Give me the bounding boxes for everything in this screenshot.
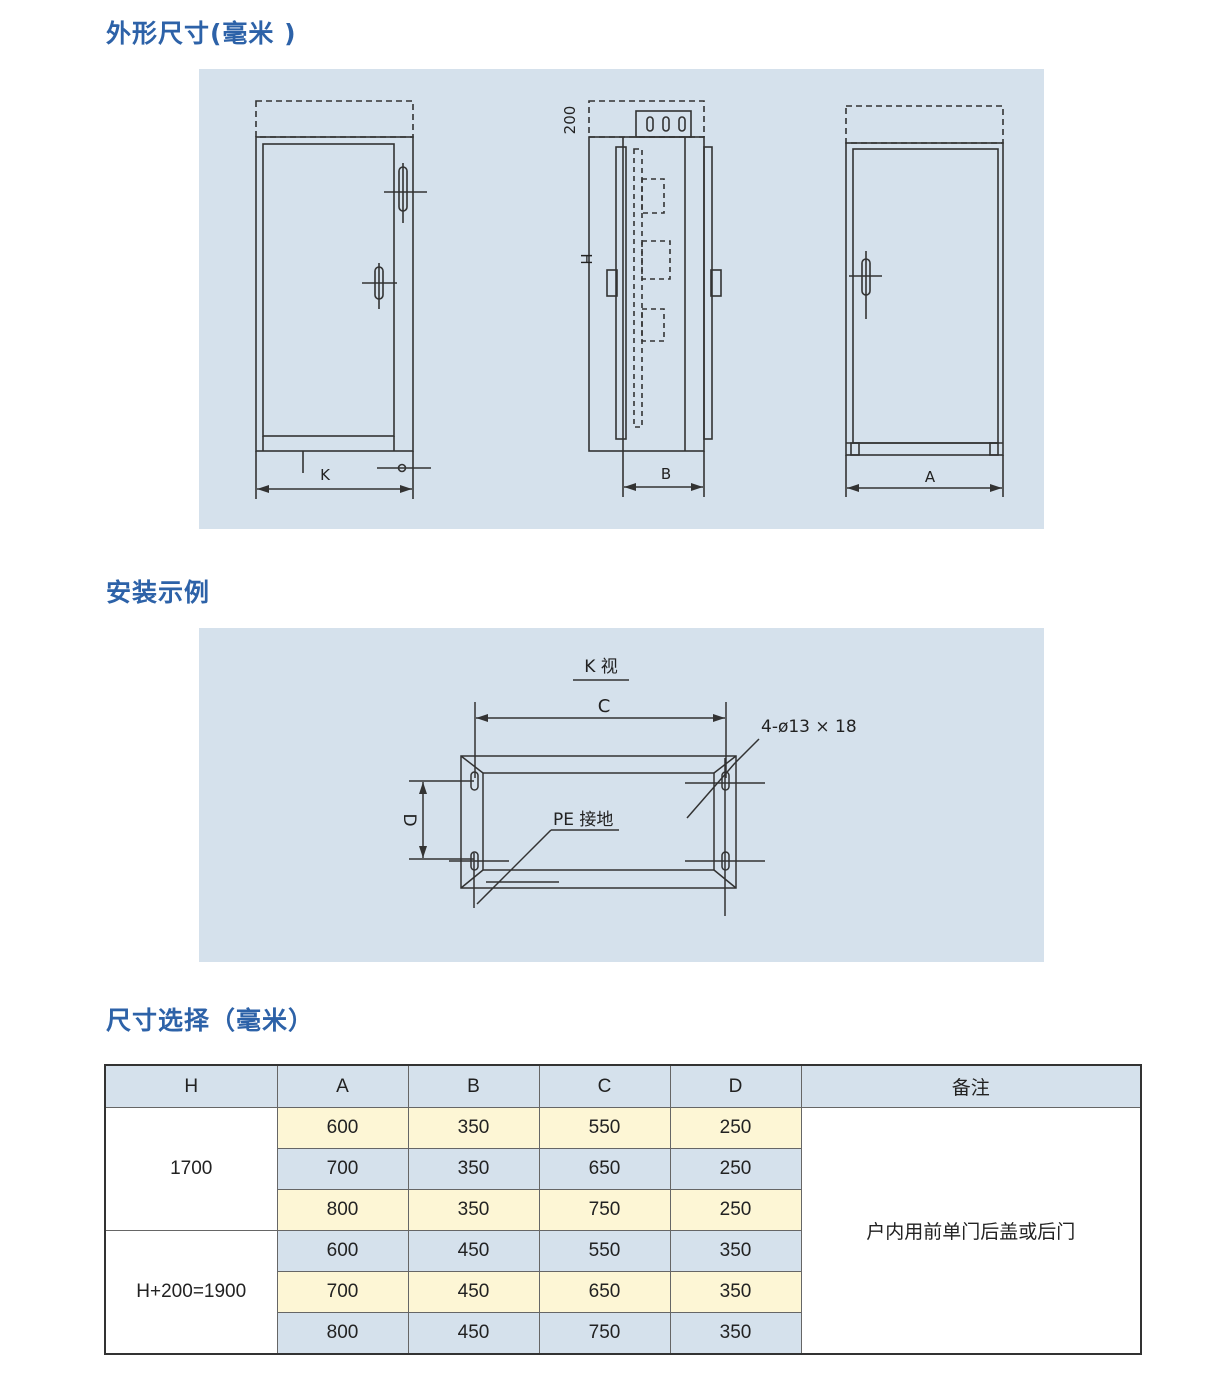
size-table: H A B C D 备注 1700 600 350 550 250 户内用前单门… [104, 1064, 1142, 1355]
base-mounting-drawing: K 视 [399, 657, 857, 916]
front-top-extension [255, 100, 414, 138]
cell-c: 750 [538, 1189, 671, 1231]
cell-a: 800 [276, 1312, 409, 1355]
cell-d: 350 [669, 1230, 802, 1272]
cell-b: 350 [407, 1107, 540, 1149]
install-title: 安装示例 [106, 578, 211, 607]
cell-a: 700 [276, 1271, 409, 1313]
group-h-1900: H+200=1900 [104, 1230, 278, 1355]
cabinet-outline-drawing: K 200 H B A [255, 100, 1004, 499]
label-200: 200 [561, 106, 579, 135]
label-k: K [320, 466, 331, 484]
dimension-drawing-panel: K 200 H B A [199, 69, 1044, 529]
cell-d: 250 [669, 1189, 802, 1231]
rear-top-extension [845, 105, 1004, 144]
cell-c: 750 [538, 1312, 671, 1355]
label-d: D [399, 813, 419, 826]
header-c: C [538, 1064, 671, 1108]
cell-a: 800 [276, 1189, 409, 1231]
group-h-1700: 1700 [104, 1107, 278, 1231]
header-a: A [276, 1064, 409, 1108]
install-drawing-panel: K 视 [199, 628, 1044, 962]
label-b: B [661, 465, 671, 483]
cell-c: 550 [538, 1230, 671, 1272]
cell-c: 650 [538, 1271, 671, 1313]
table-row: 800 450 750 350 [105, 1312, 1141, 1355]
cell-a: 600 [276, 1107, 409, 1149]
side-top-extension [588, 100, 705, 138]
cell-b: 350 [407, 1148, 540, 1190]
remark-cell: 户内用前单门后盖或后门 [800, 1107, 1142, 1355]
cell-d: 350 [669, 1312, 802, 1355]
header-b: B [407, 1064, 540, 1108]
cell-a: 700 [276, 1148, 409, 1190]
cell-d: 250 [669, 1148, 802, 1190]
hole-spec-label: 4-ø13 × 18 [761, 717, 857, 737]
table-row: H+200=1900 600 450 550 350 [104, 1230, 1141, 1355]
table-row: 1700 600 350 550 250 户内用前单门后盖或后门 [104, 1107, 1142, 1355]
label-c: C [598, 696, 611, 717]
cell-b: 350 [407, 1189, 540, 1231]
cell-b: 450 [407, 1271, 540, 1313]
pe-ground-label: PE 接地 [553, 810, 613, 830]
cell-b: 450 [407, 1230, 540, 1272]
table-row: 700 350 650 250 [105, 1148, 1141, 1190]
size-selection-title: 尺寸选择（毫米） [106, 1006, 315, 1035]
table-header-row: H A B C D 备注 [104, 1064, 1142, 1108]
label-a: A [925, 468, 936, 486]
cell-c: 650 [538, 1148, 671, 1190]
cell-b: 450 [407, 1312, 540, 1355]
header-remark: 备注 [800, 1064, 1142, 1108]
table-row: 700 450 650 350 [105, 1271, 1141, 1313]
cell-d: 350 [669, 1271, 802, 1313]
view-k-label: K 视 [584, 657, 618, 677]
dimensions-title: 外形尺寸(毫米 ) [106, 19, 297, 48]
header-d: D [669, 1064, 802, 1108]
cell-a: 600 [276, 1230, 409, 1272]
header-h: H [104, 1064, 278, 1108]
label-h: H [577, 253, 595, 264]
cell-c: 550 [538, 1107, 671, 1149]
cell-d: 250 [669, 1107, 802, 1149]
